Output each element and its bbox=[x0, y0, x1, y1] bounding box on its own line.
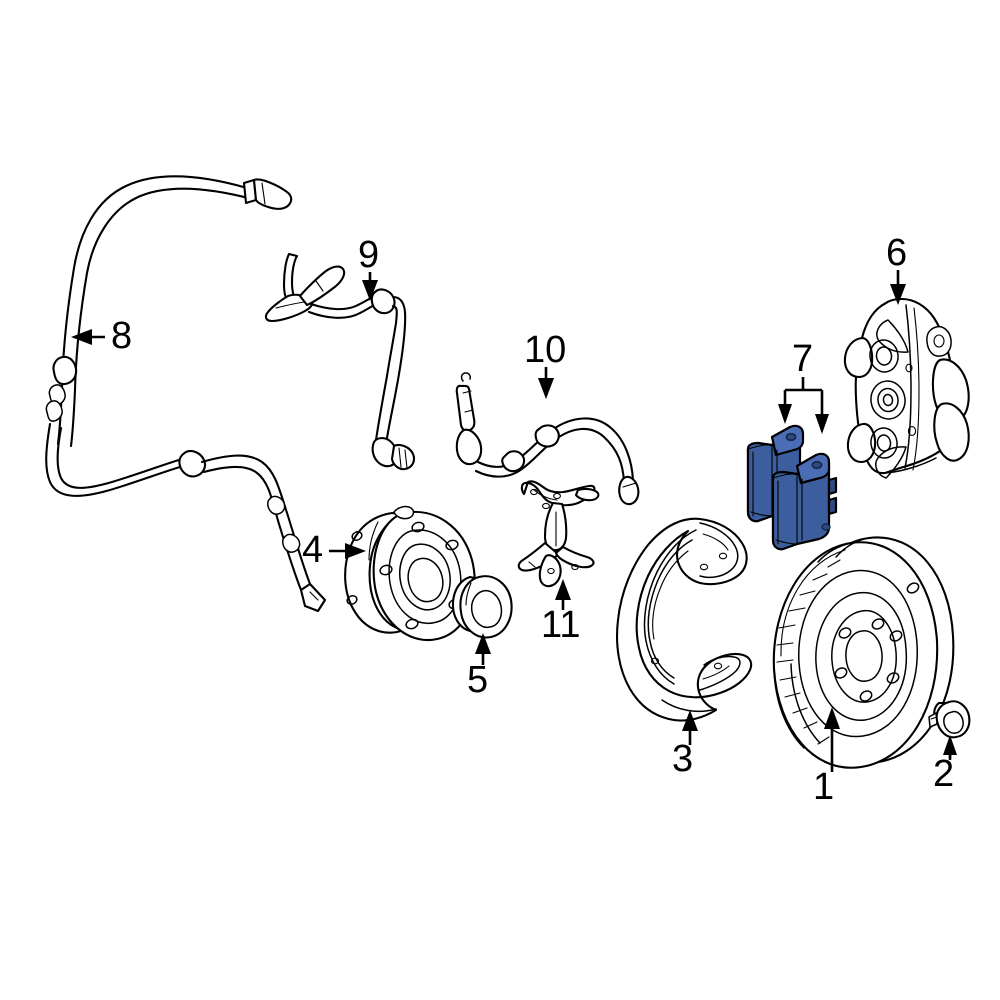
leader-5 bbox=[475, 633, 491, 665]
leader-4 bbox=[329, 543, 366, 559]
part-9-abs-sensor-bracket bbox=[264, 252, 416, 471]
leader-9 bbox=[362, 272, 378, 301]
part-8-abs-sensor-cable bbox=[45, 175, 327, 613]
part-3-brake-splash-shield bbox=[615, 517, 753, 722]
callout-label-3: 3 bbox=[672, 738, 694, 780]
leader-11 bbox=[555, 579, 571, 610]
part-4-wheel-hub-bearing bbox=[344, 505, 476, 641]
part-6-brake-caliper bbox=[843, 297, 970, 479]
leader-2 bbox=[943, 735, 957, 760]
callout-label-6: 6 bbox=[886, 232, 908, 274]
part-2-rotor-retaining-screw bbox=[928, 700, 971, 739]
callout-label-2: 2 bbox=[933, 753, 955, 795]
callout-label-11: 11 bbox=[541, 604, 581, 646]
leader-1 bbox=[824, 707, 840, 772]
callout-label-9: 9 bbox=[358, 234, 380, 276]
callout-label-5: 5 bbox=[467, 659, 489, 701]
leader-6 bbox=[890, 270, 906, 305]
callout-label-7: 7 bbox=[792, 338, 814, 380]
callout-label-4: 4 bbox=[302, 529, 324, 571]
callout-label-8: 8 bbox=[111, 315, 133, 357]
part-5-hub-dust-cap bbox=[451, 575, 513, 639]
callout-label-1: 1 bbox=[813, 766, 835, 808]
part-7-brake-pad-set bbox=[746, 424, 838, 551]
leader-7 bbox=[778, 377, 829, 434]
part-10-brake-hose bbox=[455, 372, 640, 506]
part-11-hose-bracket bbox=[517, 480, 600, 588]
part-1-brake-rotor bbox=[772, 536, 955, 769]
leader-3 bbox=[682, 710, 698, 745]
leader-8 bbox=[71, 329, 105, 345]
callout-label-10: 10 bbox=[524, 329, 567, 371]
leader-10 bbox=[538, 367, 554, 399]
